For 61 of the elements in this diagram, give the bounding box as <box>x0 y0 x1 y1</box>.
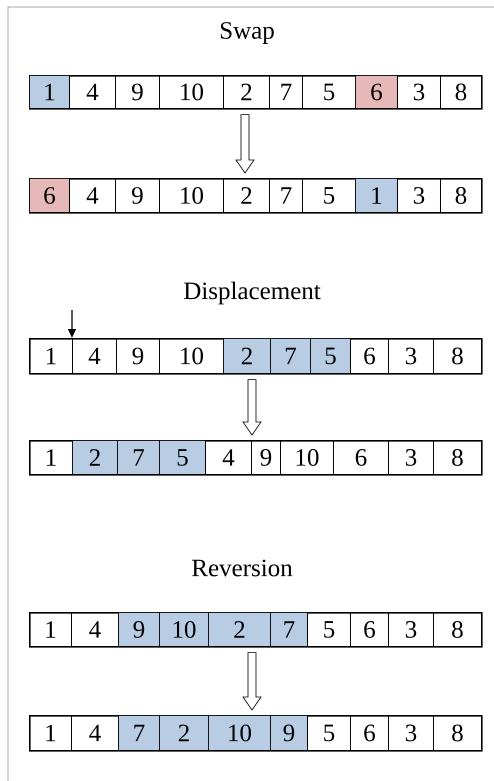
number-cell: 10 <box>280 440 334 475</box>
number-cell: 9 <box>251 440 281 475</box>
number-cell: 7 <box>269 178 303 213</box>
number-cell: 7 <box>118 715 160 751</box>
number-cell: 10 <box>208 715 271 751</box>
number-cell: 6 <box>350 612 389 647</box>
number-cell: 1 <box>29 715 72 751</box>
number-cell: 8 <box>433 440 482 475</box>
number-cell: 6 <box>333 440 389 475</box>
number-cell: 3 <box>388 338 434 374</box>
number-cell: 7 <box>270 338 311 374</box>
number-cell: 6 <box>350 338 389 374</box>
number-cell: 4 <box>69 178 116 213</box>
number-cell: 2 <box>208 612 271 647</box>
number-cell: 1 <box>355 178 398 213</box>
hollow-arrow <box>242 379 262 436</box>
number-cell: 6 <box>355 75 398 109</box>
section-title: Displacement <box>184 282 321 304</box>
number-cell: 10 <box>159 178 224 213</box>
number-cell: 10 <box>159 75 224 109</box>
number-cell: 8 <box>433 338 482 374</box>
number-cell: 5 <box>310 338 351 374</box>
number-cell: 3 <box>397 178 441 213</box>
number-cell: 8 <box>433 715 482 751</box>
hollow-arrow <box>242 652 262 711</box>
number-cell: 2 <box>223 178 270 213</box>
number-cell: 6 <box>350 715 389 751</box>
number-cell: 4 <box>72 338 117 374</box>
number-cell: 7 <box>117 440 160 475</box>
number-cell: 4 <box>205 440 252 475</box>
number-cell: 9 <box>115 75 160 109</box>
number-cell: 9 <box>116 338 160 374</box>
number-cell: 7 <box>270 612 308 647</box>
number-cell: 7 <box>269 75 303 109</box>
number-cell: 9 <box>115 178 160 213</box>
number-cell: 5 <box>307 612 351 647</box>
number-cell: 2 <box>159 715 209 751</box>
number-cell: 9 <box>118 612 160 647</box>
number-cell: 8 <box>433 612 482 647</box>
number-cell: 9 <box>270 715 308 751</box>
number-cell: 1 <box>29 75 70 109</box>
sequence-bar <box>29 75 483 110</box>
number-cell: 10 <box>159 612 209 647</box>
number-cell: 3 <box>397 75 441 109</box>
number-cell: 6 <box>29 178 70 213</box>
number-cell: 1 <box>29 612 72 647</box>
number-cell: 2 <box>223 75 270 109</box>
number-cell: 1 <box>29 338 73 374</box>
hollow-arrow <box>235 114 255 174</box>
number-cell: 5 <box>307 715 351 751</box>
number-cell: 2 <box>72 440 118 475</box>
section-title: Reversion <box>192 560 292 576</box>
number-cell: 3 <box>388 440 434 475</box>
number-cell: 8 <box>440 178 482 213</box>
number-cell: 3 <box>388 612 434 647</box>
number-cell: 3 <box>388 715 434 751</box>
number-cell: 2 <box>223 338 271 374</box>
number-cell: 5 <box>159 440 206 475</box>
number-cell: 4 <box>69 75 116 109</box>
number-cell: 8 <box>440 75 482 109</box>
section-title: Swap <box>220 22 274 44</box>
